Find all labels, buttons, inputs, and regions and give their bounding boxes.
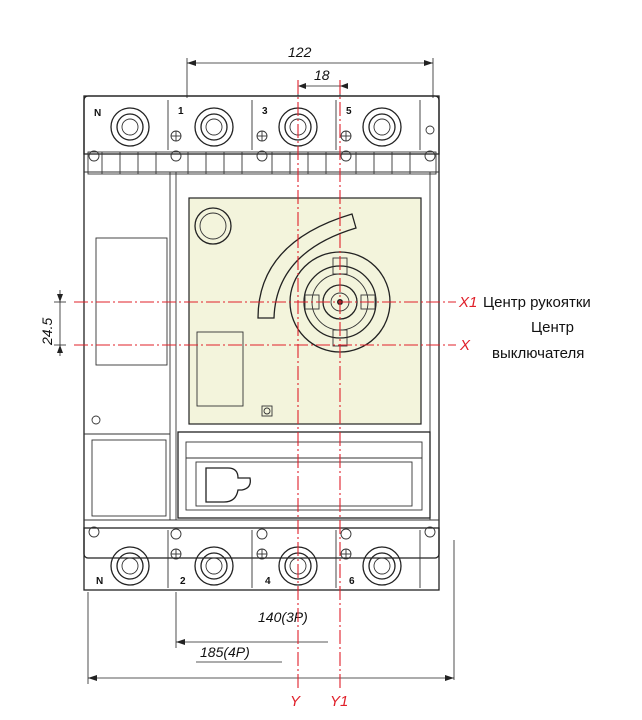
note-breaker-center: выключателя	[492, 345, 584, 362]
terminal-label: 1	[178, 106, 184, 117]
dimension-overall-width: 122	[186, 44, 434, 98]
dimension-label: 140(3P)	[258, 609, 308, 625]
terminal-screw-icon	[194, 107, 234, 147]
fixing-screw-icon	[170, 528, 182, 560]
dimension-label: 18	[314, 67, 330, 83]
lock-icon	[261, 405, 273, 417]
terminal-label: 4	[265, 576, 271, 587]
terminal-label: 5	[346, 106, 352, 117]
top-terminal-block: N 1 3 5	[83, 95, 440, 175]
terminal-label: N	[94, 108, 101, 119]
fixing-screw-icon	[340, 130, 352, 162]
terminal-label: 3	[262, 106, 268, 117]
terminal-screw-icon	[194, 546, 234, 586]
bottom-terminal-block: N 2 4 6	[83, 526, 440, 591]
dimension-width-4p: 185(4P)	[87, 592, 454, 684]
terminal-screw-icon	[110, 107, 150, 147]
centerlines	[74, 80, 456, 690]
fixing-screw-icon	[256, 130, 268, 162]
terminal-screw-icon	[362, 107, 402, 147]
terminal-label: N	[96, 576, 103, 587]
axis-label-x1: X1	[458, 294, 477, 311]
accessory-panel	[177, 431, 431, 519]
note-handle-center: Центр рукоятки	[483, 294, 591, 311]
dimension-label: 24.5	[39, 318, 55, 346]
axis-label-y1: Y1	[330, 693, 348, 710]
note-breaker-center: Центр	[531, 319, 574, 336]
terminal-screw-icon	[110, 546, 150, 586]
terminal-screw-icon	[362, 546, 402, 586]
dimension-label: 185(4P)	[200, 644, 250, 660]
axis-label-x: X	[459, 337, 471, 354]
terminal-label: 6	[349, 576, 355, 587]
axis-label-y: Y	[290, 693, 301, 710]
dimension-vertical-offset: 24.5	[39, 290, 66, 356]
dimension-width-3p: 140(3P)	[175, 540, 455, 680]
fixing-screw-icon	[170, 130, 182, 162]
fixing-screw-icon	[256, 528, 268, 560]
dimension-label: 122	[288, 44, 312, 60]
terminal-label: 2	[180, 576, 186, 587]
fixing-screw-icon	[340, 528, 352, 560]
